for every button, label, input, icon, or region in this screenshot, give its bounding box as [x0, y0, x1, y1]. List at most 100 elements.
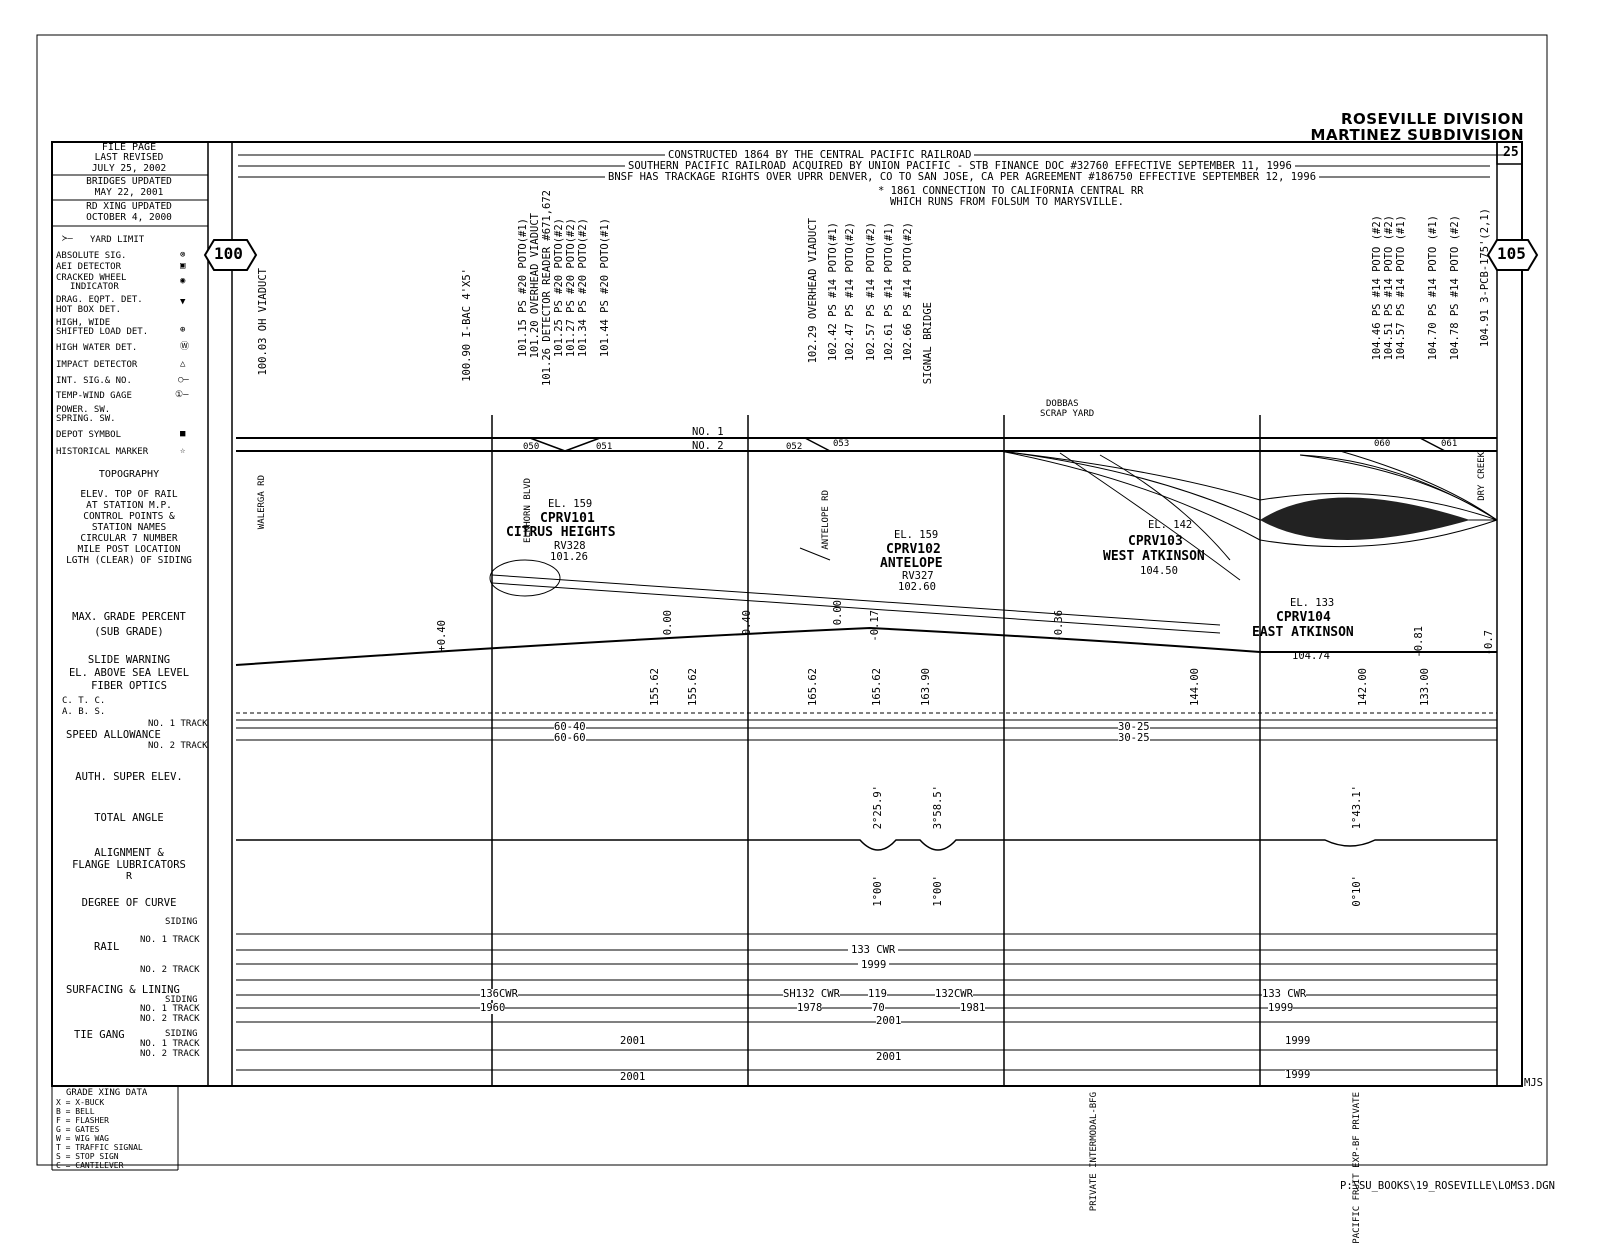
grade-value: -0.7: [1483, 630, 1495, 656]
int-sig-label: INT. SIG.& NO.: [56, 376, 132, 386]
topo-line-1: AT STATION M.P.: [86, 500, 172, 511]
aei-detector-icon: ▣: [180, 261, 186, 271]
xing-code-2: F = FLASHER: [56, 1116, 109, 1125]
grade-profile-line: [235, 626, 1497, 666]
surfacing-year: 2001: [876, 1015, 902, 1027]
elev-sea-label: EL. ABOVE SEA LEVEL: [68, 667, 190, 679]
degree-curve-value: 0°10': [1351, 875, 1363, 907]
switch-label: 053: [833, 439, 850, 449]
surfacing-year: 1981: [960, 1002, 986, 1014]
station-elev: EL. 159: [548, 498, 593, 510]
xing-code-3: G = GATES: [56, 1125, 100, 1134]
high-water-icon: Ⓦ: [180, 342, 190, 352]
total-angle-label: TOTAL ANGLE: [94, 812, 164, 824]
elevation-value: 155.62: [649, 668, 661, 706]
surfacing-year: 2001: [620, 1035, 646, 1047]
scrap-yard-label: SCRAP YARD: [1040, 409, 1095, 419]
xing-code-7: C = CANTILEVER: [56, 1161, 124, 1170]
tie-gang-label: TIE GANG: [74, 1029, 125, 1041]
max-grade-label: MAX. GRADE PERCENT: [72, 611, 186, 623]
aei-detector-label: AEI DETECTOR: [56, 262, 122, 272]
drag-eqpt-icon: ▼: [180, 297, 186, 307]
track-no1-label: NO. 1: [692, 426, 724, 438]
station-cp: CPRV104: [1276, 610, 1331, 625]
last-revised-date: JULY 25, 2002: [91, 163, 167, 174]
surf-no2-label: NO. 2 TRACK: [140, 1014, 200, 1024]
elevation-value: 165.62: [871, 668, 883, 706]
station-cp: CPRV102: [886, 542, 941, 557]
xing-code-1: B = BELL: [56, 1107, 95, 1116]
cracked-wheel-icon: ◉: [180, 276, 186, 286]
surfacing-segment: 119: [868, 988, 887, 1000]
surfacing-segment: 133 CWR: [1262, 988, 1307, 1000]
total-angle-value: 1°43.1': [1351, 785, 1363, 830]
feature-label: 104.91 3-PCB-175'(2,1): [1479, 208, 1491, 348]
subdivision-title: MARTINEZ SUBDIVISION: [1310, 126, 1524, 144]
feature-label: 104.51 PS #14 POTO (#2): [1383, 215, 1395, 361]
feature-label: 104.46 PS #14 POTO (#2): [1371, 215, 1383, 361]
degree-curve-value: 1°00': [932, 875, 944, 907]
historical-icon: ☆: [180, 446, 186, 456]
switch-label: 050: [523, 442, 540, 452]
switch-label: 061: [1441, 439, 1458, 449]
feature-label: 102.57 PS #14 POTO(#2): [865, 222, 877, 362]
station-elev: EL. 133: [1290, 597, 1335, 609]
hot-box-label: HOT BOX DET.: [56, 305, 122, 315]
depot-icon: ■: [180, 429, 186, 439]
topo-line-5: MILE POST LOCATION: [77, 544, 181, 555]
grade-value: +0.40: [436, 620, 448, 652]
surfacing-year: 1978: [797, 1002, 823, 1014]
initials: MJS: [1524, 1077, 1543, 1089]
shifted-load-label: SHIFTED LOAD DET.: [56, 327, 149, 337]
feature-label: 101.34 PS #20 POTO(#2): [577, 218, 589, 358]
grade-value: 0.40: [741, 610, 753, 636]
road-label: ANTELOPE RD: [821, 490, 831, 550]
surfacing-segment: 136CWR: [480, 988, 518, 1000]
tie-siding-label: SIDING: [165, 1029, 198, 1039]
history-note-2: WHICH RUNS FROM FOLSUM TO MARYSVILLE.: [890, 196, 1124, 208]
tie-no2-label: NO. 2 TRACK: [140, 1049, 200, 1059]
int-sig-icon: ○—: [178, 375, 189, 385]
feature-label: SIGNAL BRIDGE: [922, 302, 934, 385]
alignment-label: ALIGNMENT &: [94, 847, 164, 859]
milepost-start: 100: [214, 244, 243, 263]
outer-border: [36, 34, 1548, 1166]
high-water-label: HIGH WATER DET.: [56, 343, 138, 353]
surfacing-segment: SH132 CWR: [783, 988, 840, 1000]
feature-label: 104.70 PS #14 POTO (#1): [1427, 215, 1439, 361]
file-path: P:\SU_BOOKS\19_ROSEVILLE\LOMS3.DGN: [1340, 1180, 1555, 1192]
station-name: CITRUS HEIGHTS: [506, 525, 616, 540]
alignment-curve-line: [236, 839, 1497, 851]
elevation-value: 165.62: [807, 668, 819, 706]
grade-value: -0.36: [1053, 610, 1065, 642]
tie-no1-label: NO. 1 TRACK: [140, 1039, 200, 1049]
power-sw-label: POWER. SW.: [56, 405, 111, 415]
station-mp: 101.26: [550, 551, 588, 563]
surfacing-label: SURFACING & LINING: [66, 984, 180, 996]
switch-label: 060: [1374, 439, 1391, 449]
history-line-1: CONSTRUCTED 1864 BY THE CENTRAL PACIFIC …: [665, 150, 975, 161]
sub-grade-label: (SUB GRADE): [94, 626, 164, 638]
main-frame: [51, 141, 1523, 1087]
grade-value: -0.81: [1413, 626, 1425, 658]
feature-label: 102.47 PS #14 POTO(#2): [844, 222, 856, 362]
road-label: DRY CREEK: [1477, 452, 1487, 501]
history-note-1: * 1861 CONNECTION TO CALIFORNIA CENTRAL …: [878, 185, 1144, 197]
spring-sw-label: SPRING. SW.: [56, 414, 116, 424]
rail-cwr: 133 CWR: [848, 945, 899, 956]
slide-warning-label: SLIDE WARNING: [87, 654, 171, 666]
elevation-value: 142.00: [1357, 668, 1369, 706]
feature-label: 104.57 PS #14 POTO (#1): [1395, 215, 1407, 361]
grade-value: -0.17: [869, 610, 881, 642]
grade-value: 0.00: [832, 600, 844, 626]
rd-xing-label: RD XING UPDATED: [86, 201, 172, 212]
speed-no1-label: NO. 1 TRACK: [148, 719, 208, 729]
switch-label: 051: [596, 442, 613, 452]
degree-curve-value: 1°00': [872, 875, 884, 907]
xing-code-6: S = STOP SIGN: [56, 1152, 119, 1161]
road-label: WALERGA RD: [257, 475, 267, 530]
feature-label: 101.20 OVERHEAD VIADUCT: [529, 213, 541, 359]
speed-no1-a: 60-40: [554, 721, 586, 733]
tie-year: 1999: [1285, 1069, 1311, 1081]
